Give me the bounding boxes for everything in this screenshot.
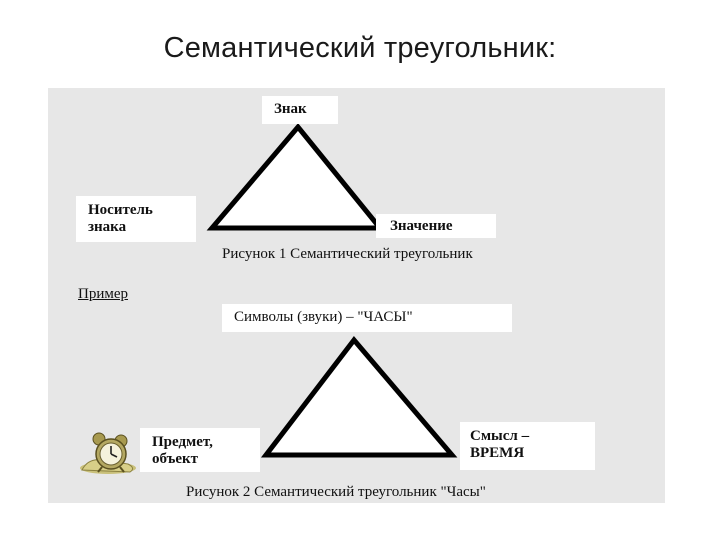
fig2-left-label: Предмет, объект bbox=[152, 434, 213, 467]
fig1-right-box: Значение bbox=[376, 214, 496, 238]
fig2-caption: Рисунок 2 Семантический треугольник "Час… bbox=[186, 484, 486, 500]
example-label: Пример bbox=[78, 286, 129, 302]
fig1-left-label: Носитель знака bbox=[88, 202, 153, 235]
slide-title: Семантический треугольник: bbox=[163, 32, 557, 64]
fig1-top-box: Знак bbox=[262, 96, 338, 124]
fig2-top-label: Символы (звуки) – "ЧАСЫ" bbox=[234, 309, 413, 325]
fig1-top-label: Знак bbox=[274, 101, 307, 117]
fig2-right-label: Смысл – ВРЕМЯ bbox=[470, 428, 530, 461]
fig1-caption: Рисунок 1 Семантический треугольник bbox=[222, 246, 473, 262]
fig1-right-label: Значение bbox=[390, 218, 453, 234]
triangle-1 bbox=[206, 123, 386, 231]
fig2-top-box: Символы (звуки) – "ЧАСЫ" bbox=[222, 304, 512, 332]
fig2-right-box: Смысл – ВРЕМЯ bbox=[460, 422, 595, 470]
triangle-2 bbox=[260, 336, 458, 458]
alarm-clock-icon bbox=[80, 432, 136, 474]
fig1-left-box: Носитель знака bbox=[76, 196, 196, 242]
fig2-left-box: Предмет, объект bbox=[140, 428, 260, 472]
